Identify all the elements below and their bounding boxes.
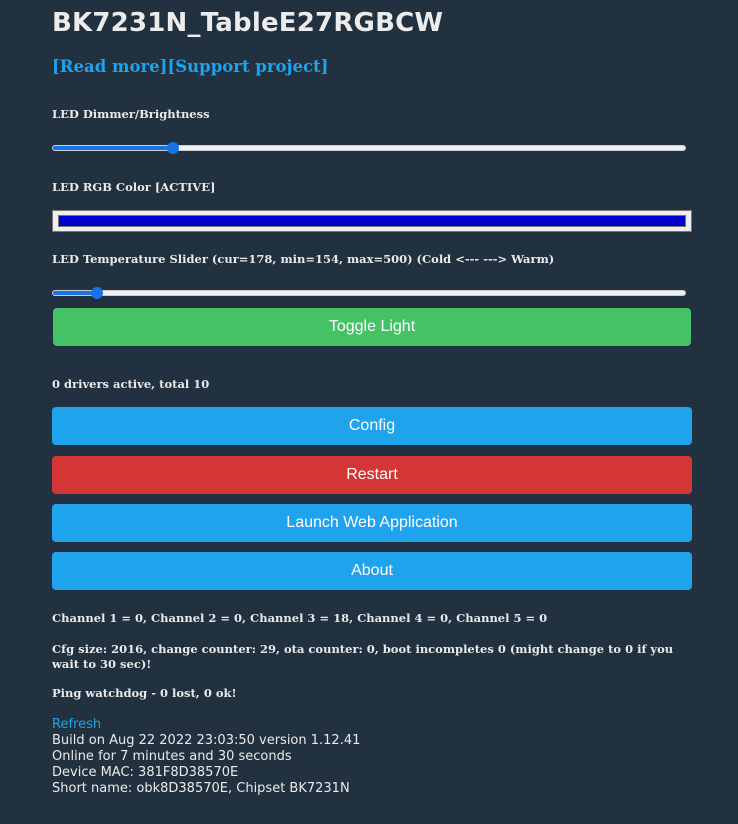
temperature-label: LED Temperature Slider (cur=178, min=154…: [52, 252, 555, 266]
ping-watchdog-status: Ping watchdog - 0 lost, 0 ok!: [52, 686, 237, 700]
dimmer-slider-thumb[interactable]: [167, 142, 180, 154]
refresh-link[interactable]: Refresh: [52, 717, 102, 732]
dimmer-slider[interactable]: [52, 142, 686, 154]
temperature-slider[interactable]: [52, 287, 686, 299]
config-button[interactable]: Config: [52, 407, 692, 445]
dimmer-slider-fill: [53, 146, 174, 150]
build-info: Build on Aug 22 2022 23:03:50 version 1.…: [52, 733, 361, 748]
drivers-status: 0 drivers active, total 10: [52, 377, 210, 391]
page-title: BK7231N_TableE27RGBCW: [52, 8, 444, 38]
about-button[interactable]: About: [52, 552, 692, 590]
cfg-status: Cfg size: 2016, change counter: 29, ota …: [52, 642, 674, 671]
channels-status: Channel 1 = 0, Channel 2 = 0, Channel 3 …: [52, 611, 548, 625]
support-project-link[interactable]: [Support project]: [167, 57, 329, 76]
toggle-light-button[interactable]: Toggle Light: [53, 308, 691, 346]
device-mac: Device MAC: 381F8D38570E: [52, 765, 239, 780]
rgb-color-picker[interactable]: [52, 210, 692, 232]
read-more-link[interactable]: [Read more]: [52, 57, 168, 76]
rgb-label: LED RGB Color [ACTIVE]: [52, 180, 216, 194]
footer-info: Refresh Build on Aug 22 2022 23:03:50 ve…: [52, 717, 360, 797]
dimmer-label: LED Dimmer/Brightness: [52, 107, 210, 121]
launch-web-application-button[interactable]: Launch Web Application: [52, 504, 692, 542]
temperature-slider-thumb[interactable]: [90, 287, 103, 299]
short-name: Short name: obk8D38570E, Chipset BK7231N: [52, 781, 350, 796]
restart-button[interactable]: Restart: [52, 456, 692, 494]
online-time: Online for 7 minutes and 30 seconds: [52, 749, 292, 764]
temperature-slider-fill: [53, 291, 97, 295]
rgb-color-swatch: [58, 215, 686, 227]
header-links: [Read more][Support project]: [52, 57, 329, 76]
